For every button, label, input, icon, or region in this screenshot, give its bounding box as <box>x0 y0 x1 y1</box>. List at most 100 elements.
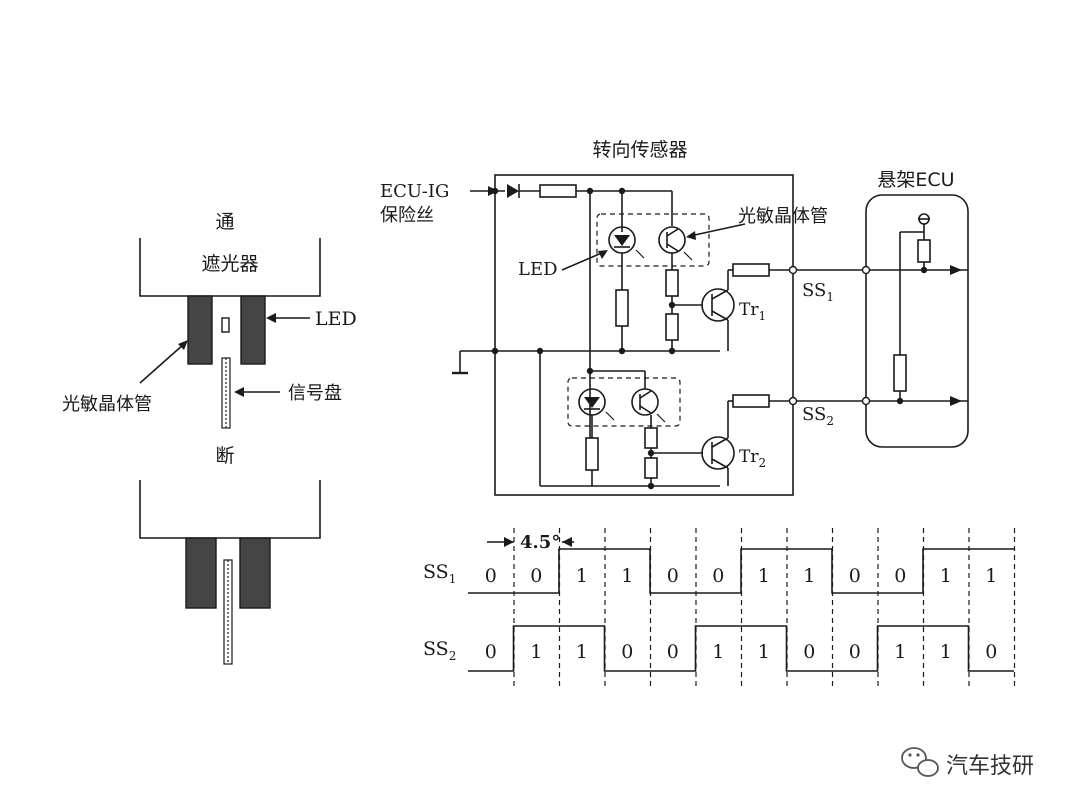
ecu-ss2-pullup-resistor <box>893 354 907 392</box>
pt-2-resistor-a <box>644 427 658 449</box>
junction-dot <box>647 449 655 457</box>
wechat-icon <box>901 747 939 777</box>
junction-dot <box>920 266 928 274</box>
tr1-output-resistor <box>732 263 770 277</box>
bit-label: 1 <box>530 641 542 663</box>
led-label-arrow <box>598 250 608 259</box>
angle-dimension-arrow-left <box>562 537 572 547</box>
tr1-label: Tr1 <box>739 300 766 323</box>
led-2-diode <box>584 397 600 408</box>
steering-sensor-circuit: 转向传感器 ECU-IG 保险丝 <box>380 139 866 496</box>
ss2-terminal <box>788 396 798 406</box>
tr1-label-main: Tr <box>739 300 759 320</box>
ecu-ss1-pullup-resistor <box>917 239 931 263</box>
ss2-timing-main: SS <box>423 638 449 660</box>
ss1-timing-main: SS <box>423 561 449 583</box>
ss2-circuit-label: SS2 <box>802 404 834 428</box>
signal-disc-pointer-arrow <box>234 387 244 397</box>
ecu-ss1-arrow <box>950 265 962 275</box>
ss1-timing-sub: 1 <box>449 572 457 586</box>
sensor-enclosure <box>494 174 794 496</box>
led-label: LED <box>315 308 357 330</box>
led-1-diode <box>614 235 630 246</box>
ss2-timing-sub: 2 <box>449 649 457 663</box>
phototransistor-1-collector <box>666 228 679 237</box>
bit-label: 0 <box>849 565 861 587</box>
ss2-waveform <box>468 625 1014 672</box>
signal-disc-label: 信号盘 <box>288 383 342 404</box>
bit-label: 0 <box>894 565 906 587</box>
pt-1-resistor-a <box>665 269 679 297</box>
ecu-ss2-arrow <box>950 396 962 406</box>
optocoupler-2-box <box>567 377 681 427</box>
shutter-housing-bottom <box>139 480 321 539</box>
bit-label: 0 <box>985 641 997 663</box>
led-block-on <box>240 295 266 365</box>
bit-label: 0 <box>712 565 724 587</box>
tr2-label: Tr2 <box>739 447 766 470</box>
junction-dot <box>668 301 676 309</box>
watermark: 汽车技研 <box>901 747 1034 779</box>
optocoupler-1-box <box>596 213 710 267</box>
bit-label: 0 <box>667 641 679 663</box>
phototransistor-label-left: 光敏晶体管 <box>62 394 152 415</box>
junction-dot <box>668 347 676 355</box>
phototransistor-label-circuit: 光敏晶体管 <box>738 206 828 227</box>
bit-label: 1 <box>803 565 815 587</box>
tr1-symbol <box>701 288 735 322</box>
bit-label: 1 <box>621 565 633 587</box>
pt-1-resistor-b <box>665 313 679 341</box>
ss2-circuit-main: SS <box>802 404 826 425</box>
disc-slot-window <box>221 317 230 333</box>
phototransistor-1-emitter <box>666 243 679 252</box>
junction-dot <box>586 367 594 375</box>
bit-label: 1 <box>985 565 997 587</box>
bit-label: 0 <box>849 641 861 663</box>
led-label-pointer <box>561 251 605 271</box>
bit-label: 1 <box>940 641 952 663</box>
phototransistor-2-emitter <box>639 405 652 414</box>
suspension-ecu: 悬架ECU <box>861 169 969 448</box>
bit-label: 1 <box>576 641 588 663</box>
phototransistor-pointer-line <box>139 343 185 384</box>
ss1-timing-label: SS1 <box>423 561 456 586</box>
led-block-off <box>239 537 271 609</box>
ecu-ss1-terminal <box>861 265 871 275</box>
tr1-emitter <box>711 310 729 321</box>
led-label-circuit: LED <box>518 259 558 280</box>
fuse-label: 保险丝 <box>380 205 434 226</box>
bit-label: 0 <box>485 565 497 587</box>
phototransistor-label-pointer <box>689 223 746 237</box>
junction-dot <box>896 397 904 405</box>
phototransistor-1-light-ray <box>683 251 693 261</box>
ecu-title: 悬架ECU <box>877 169 954 191</box>
junction-dot <box>536 347 544 355</box>
tr2-symbol <box>701 436 735 470</box>
junction-dot <box>586 187 594 195</box>
bit-label: 0 <box>667 565 679 587</box>
ss1-terminal <box>788 265 798 275</box>
ss1-circuit-label: SS1 <box>802 280 834 304</box>
watermark-text: 汽车技研 <box>946 754 1034 779</box>
off-state-label: 断 <box>215 445 234 467</box>
junction-dot <box>491 187 499 195</box>
led-1-resistor <box>615 289 629 327</box>
ss2-circuit-sub: 2 <box>826 414 834 428</box>
bit-label: 0 <box>485 641 497 663</box>
tr2-collector <box>711 437 729 448</box>
ss1-circuit-main: SS <box>802 280 826 301</box>
bit-label: 0 <box>803 641 815 663</box>
tr1-label-sub: 1 <box>758 309 766 323</box>
junction-dot <box>618 187 626 195</box>
junction-dot <box>647 482 655 490</box>
phototransistor-2-collector <box>639 390 652 399</box>
mechanism-off-state: 断 <box>139 445 321 665</box>
input-resistor <box>539 184 577 198</box>
ss2-timing-label: SS2 <box>423 638 456 663</box>
on-state-label: 通 <box>215 211 234 233</box>
ecu-ss2-terminal <box>861 396 871 406</box>
phototransistor-1-symbol <box>658 226 686 254</box>
sensor-title: 转向传感器 <box>592 139 687 161</box>
